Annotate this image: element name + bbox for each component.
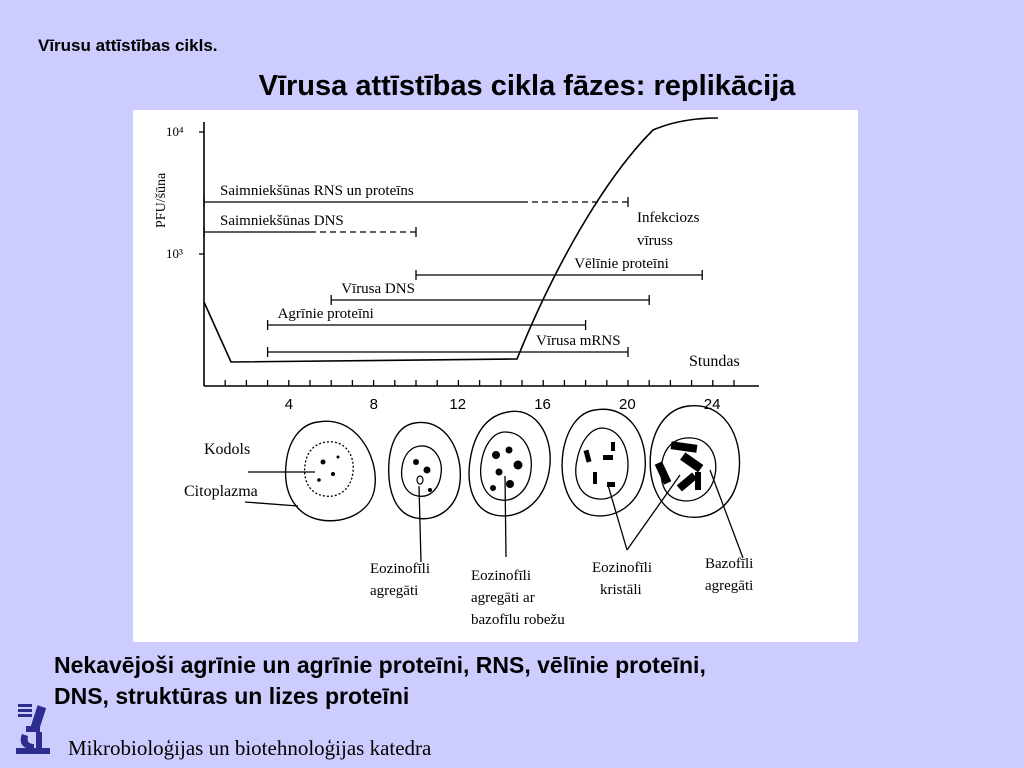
- infectious-virus-curve: [203, 117, 719, 363]
- label-basophil-aggregates-2: agregāti: [705, 578, 753, 594]
- cell-stage-2: [388, 421, 461, 520]
- label-eosinophil-crystals-2: kristāli: [600, 582, 642, 598]
- x-tick-label: 8: [370, 396, 378, 413]
- x-tick-label: 20: [619, 396, 636, 413]
- cell-stage-5: [649, 405, 741, 518]
- label-nucleus: Kodols: [204, 441, 250, 458]
- x-tick-label: 16: [534, 396, 551, 413]
- x-tick-label: 12: [449, 396, 466, 413]
- label-eosinophil-aggregates-2: agregāti: [370, 583, 418, 599]
- x-axis-label: Stundas: [689, 353, 740, 370]
- phase-label: Vīrusa mRNS: [536, 333, 621, 349]
- caption-line-2: DNS, struktūras un lizes proteīni: [54, 683, 410, 709]
- curve-label-line2: vīruss: [637, 233, 673, 249]
- department-name: Mikrobioloģijas un biotehnoloģijas kated…: [68, 736, 432, 760]
- label-eosinophil-border-2: agregāti ar: [471, 590, 535, 606]
- phase-label: Agrīnie proteīni: [278, 306, 374, 322]
- microscope-icon: [12, 704, 56, 763]
- phase-bars: Saimniekšūnas RNS un proteīnsSaimniekšūn…: [203, 183, 703, 357]
- caption: Nekavējoši agrīnie un agrīnie proteīni, …: [54, 650, 974, 712]
- cell-stage-3: [468, 410, 551, 517]
- breadcrumb: Vīrusu attīstības cikls.: [38, 36, 218, 55]
- slide-title: Vīrusa attīstības cikla fāzes: replikāci…: [258, 70, 796, 102]
- label-eosinophil-border-3: bazofīlu robežu: [471, 612, 565, 628]
- cell-stage-4: [561, 408, 646, 517]
- replication-diagram: 10⁴ 10³ PFU/šūna 4 8 12 16 20 24 Stundas Saim…: [133, 110, 858, 642]
- curve-label-line1: Infekciozs: [637, 210, 700, 226]
- x-axis-ticks: [224, 380, 735, 386]
- cell-stage-1: [284, 420, 376, 522]
- caption-line-1: Nekavējoši agrīnie un agrīnie proteīni, …: [54, 652, 706, 678]
- label-eosinophil-aggregates-1: Eozinofīli: [370, 561, 430, 577]
- phase-label: Vīrusa DNS: [341, 281, 415, 297]
- y-tick-label-mid: 10³: [166, 246, 183, 261]
- label-cytoplasm: Citoplazma: [184, 483, 258, 500]
- phase-label: Vēlīnie proteīni: [574, 256, 669, 272]
- label-eosinophil-crystals-1: Eozinofīli: [592, 560, 652, 576]
- y-axis-label: PFU/šūna: [154, 172, 169, 228]
- y-tick-label-top: 10⁴: [166, 124, 184, 139]
- pointer-lines: [244, 469, 744, 563]
- x-tick-label: 24: [704, 396, 721, 413]
- phase-label: Saimniekšūnas DNS: [220, 213, 344, 229]
- x-axis-tick-labels: 4 8 12 16 20 24: [285, 396, 721, 413]
- x-tick-label: 4: [285, 396, 293, 413]
- label-eosinophil-border-1: Eozinofīli: [471, 568, 531, 584]
- label-basophil-aggregates-1: Bazofīli: [705, 556, 753, 572]
- phase-label: Saimniekšūnas RNS un proteīns: [220, 183, 414, 199]
